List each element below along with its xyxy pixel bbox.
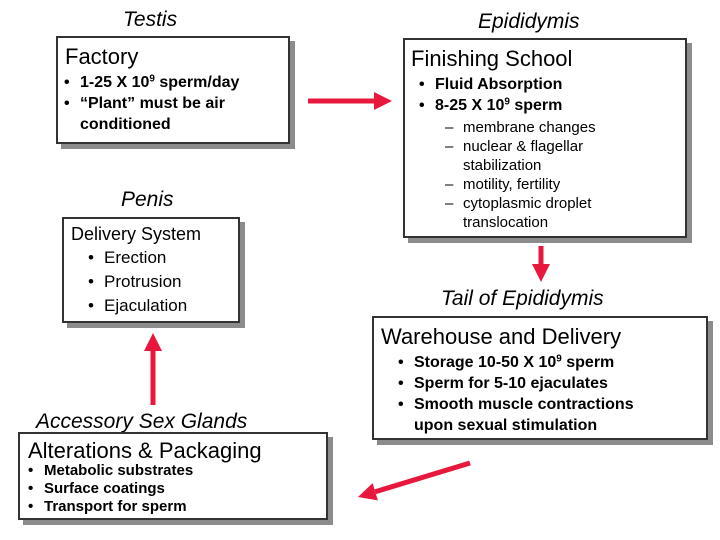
warehouse-delivery-box-title: Warehouse and Delivery	[381, 324, 622, 349]
finishing-school-subitem: membrane changes	[443, 118, 643, 137]
arrow-shaft	[374, 460, 471, 495]
alterations-packaging-box-title: Alterations & Packaging	[28, 438, 262, 463]
finishing-school-subitem-list: membrane changes nuclear & flagellar sta…	[443, 118, 643, 232]
finishing-school-subitem: motility, fertility	[443, 175, 643, 194]
arrow-tail-to-accessory-glands	[358, 460, 471, 501]
warehouse-delivery-bullet-list: Storage 10-50 X 109 sperm Sperm for 5-10…	[396, 352, 634, 436]
finishing-school-box: Finishing School Fluid Absorption 8-25 X…	[403, 38, 687, 238]
alterations-packaging-box: Alterations & Packaging Metabolic substr…	[18, 432, 328, 520]
alterations-packaging-bullet: Surface coatings	[26, 480, 193, 498]
testis-title: Testis	[123, 8, 178, 31]
finishing-school-subitem: nuclear & flagellar stabilization	[443, 137, 643, 175]
finishing-school-bullet-sperm: 8-25 X 109 sperm	[417, 95, 562, 116]
accessory-sex-glands-title: Accessory Sex Glands	[36, 410, 248, 433]
warehouse-delivery-bullet-storage: Storage 10-50 X 109 sperm	[396, 352, 634, 373]
warehouse-delivery-box: Warehouse and Delivery Storage 10-50 X 1…	[372, 316, 708, 440]
arrow-head	[144, 333, 162, 351]
factory-bullet-sperm-per-day: 1-25 X 109 sperm/day	[62, 72, 239, 93]
alterations-packaging-bullet: Transport for sperm	[26, 498, 193, 516]
tail-of-epididymis-title: Tail of Epididymis	[441, 287, 604, 310]
arrow-factory-to-finishing-school	[308, 92, 392, 110]
arrow-head	[358, 483, 378, 501]
delivery-system-box: Delivery System Erection Protrusion Ejac…	[62, 217, 240, 323]
factory-box-title: Factory	[65, 44, 139, 69]
penis-title: Penis	[121, 188, 174, 211]
delivery-system-bullet: Erection	[86, 246, 187, 270]
arrow-head	[374, 92, 392, 110]
delivery-system-bullet-list: Erection Protrusion Ejaculation	[86, 246, 187, 318]
finishing-school-bullet-fluid: Fluid Absorption	[417, 74, 562, 95]
arrow-head	[532, 264, 550, 282]
alterations-packaging-bullet-list: Metabolic substrates Surface coatings Tr…	[26, 462, 193, 516]
alterations-packaging-bullet: Metabolic substrates	[26, 462, 193, 480]
delivery-system-bullet: Ejaculation	[86, 294, 187, 318]
epididymis-title: Epididymis	[478, 10, 580, 33]
factory-bullet-plant: “Plant” must be air	[62, 93, 239, 114]
arrow-accessory-glands-to-delivery	[144, 333, 162, 405]
factory-box: Factory 1-25 X 109 sperm/day “Plant” mus…	[56, 36, 290, 144]
finishing-school-subitem: cytoplasmic droplet translocation	[443, 194, 643, 232]
warehouse-delivery-bullet: Sperm for 5-10 ejaculates	[396, 373, 634, 394]
factory-bullet-plant-continued: conditioned	[80, 116, 171, 133]
warehouse-delivery-bullet: Smooth muscle contractions	[396, 394, 634, 415]
delivery-system-box-title: Delivery System	[71, 224, 202, 244]
finishing-school-bullet-list: Fluid Absorption 8-25 X 109 sperm	[417, 74, 562, 116]
warehouse-delivery-bullet-continued: upon sexual stimulation	[414, 417, 598, 434]
factory-bullet-list: 1-25 X 109 sperm/day “Plant” must be air…	[62, 72, 239, 135]
delivery-system-bullet: Protrusion	[86, 270, 187, 294]
arrow-finishing-school-to-tail	[532, 246, 550, 282]
finishing-school-box-title: Finishing School	[411, 46, 573, 71]
